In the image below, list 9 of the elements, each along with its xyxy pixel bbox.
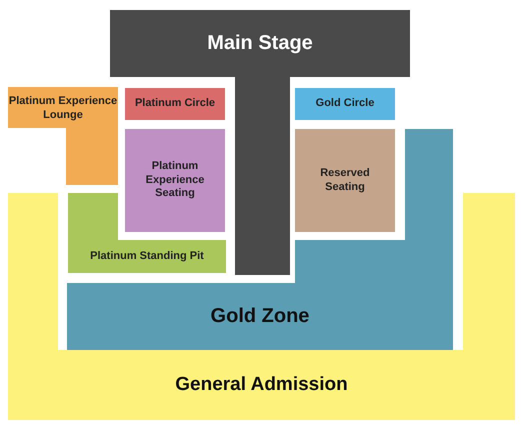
section-label: Reserved Seating: [319, 166, 371, 194]
section-label: Main Stage: [207, 31, 313, 56]
section-label: Gold Zone: [210, 304, 310, 329]
section-label: Platinum Experience Lounge: [8, 95, 118, 123]
section-label: Gold Circle: [316, 97, 374, 111]
section-label: Platinum Circle: [134, 97, 216, 111]
section-label: General Admission: [175, 373, 348, 397]
section-label: Platinum Experience Seating: [144, 160, 206, 202]
section-label: Platinum Standing Pit: [90, 250, 204, 264]
